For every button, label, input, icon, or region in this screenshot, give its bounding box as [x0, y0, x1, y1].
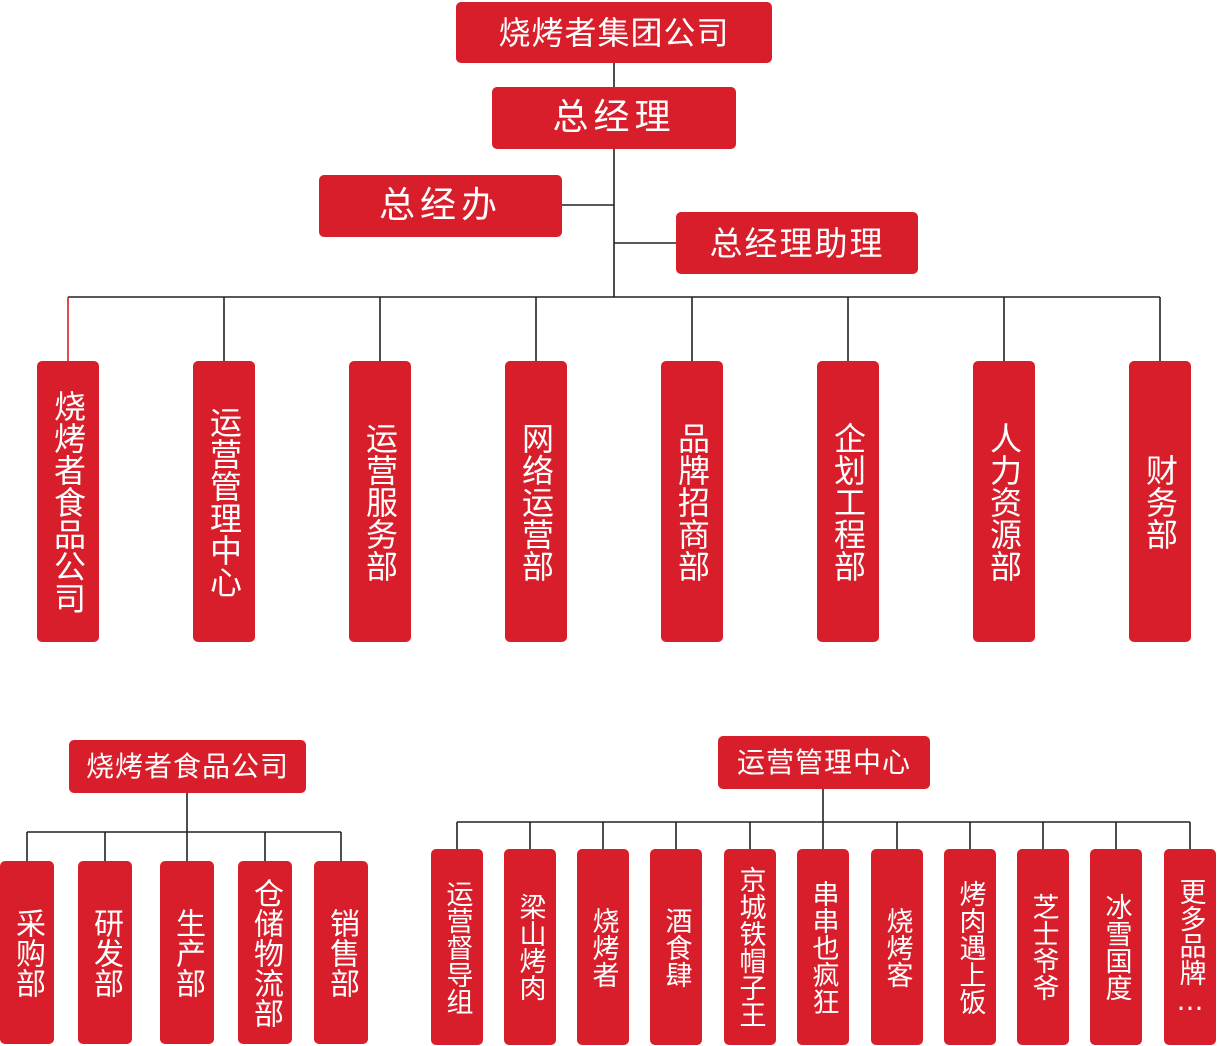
root-company-label: 烧烤者集团公司 [498, 13, 730, 52]
general-manager-box: 总经理 [492, 87, 736, 149]
ops-center-box: 运营管理中心 [718, 736, 930, 789]
root-company-box: 烧烤者集团公司 [456, 2, 772, 63]
department-box: 运营服务部 [349, 361, 411, 642]
department-box: 财务部 [1129, 361, 1191, 642]
department-box: 网络运营部 [505, 361, 567, 642]
gm-office-label: 总经办 [378, 185, 502, 226]
gm-assistant-label: 总经理助理 [709, 223, 885, 263]
brand-box: 芝士爷爷 [1017, 849, 1069, 1045]
brand-box: 烧烤客 [871, 849, 923, 1045]
department-box: 运营管理中心 [193, 361, 255, 642]
food-company-child-label: 销售部 [324, 907, 359, 998]
food-company-child-box: 仓储物流部 [238, 861, 292, 1044]
food-company-label: 烧烤者食品公司 [85, 749, 289, 783]
brand-box: 梁山烤肉 [504, 849, 556, 1045]
brand-label: 烧烤客 [881, 906, 913, 988]
food-company-box: 烧烤者食品公司 [69, 740, 306, 793]
brand-box: 酒食肆 [650, 849, 702, 1045]
department-label: 运营管理中心 [205, 405, 243, 598]
department-label: 企划工程部 [829, 421, 867, 582]
ops-center-label: 运营管理中心 [736, 745, 911, 779]
brand-label: 芝士爷爷 [1027, 893, 1059, 1001]
department-label: 人力资源部 [985, 421, 1023, 582]
food-company-child-box: 采购部 [0, 861, 54, 1044]
brand-box: 烤肉遇上饭 [944, 849, 996, 1045]
department-box: 烧烤者食品公司 [37, 361, 99, 642]
brand-box: 京城铁帽子王 [724, 849, 776, 1045]
brand-label: 串串也疯狂 [807, 879, 839, 1015]
brand-box: 烧烤者 [577, 849, 629, 1045]
food-company-child-box: 生产部 [160, 861, 214, 1044]
food-company-child-box: 研发部 [78, 861, 132, 1044]
brand-label: 运营督导组 [441, 879, 473, 1015]
brand-label: 冰雪国度 [1100, 893, 1132, 1001]
brand-label: 烧烤者 [587, 906, 619, 988]
brand-label: 烤肉遇上饭 [954, 879, 986, 1015]
brand-box: 运营督导组 [431, 849, 483, 1045]
department-box: 人力资源部 [973, 361, 1035, 642]
brand-box: 冰雪国度 [1090, 849, 1142, 1045]
department-label: 运营服务部 [361, 421, 399, 582]
gm-assistant-box: 总经理助理 [676, 212, 918, 274]
food-company-child-label: 生产部 [170, 907, 205, 998]
brand-label: 酒食肆 [660, 906, 692, 988]
department-label: 烧烤者食品公司 [49, 389, 87, 614]
general-manager-label: 总经理 [552, 97, 676, 138]
food-company-child-label: 采购部 [10, 907, 45, 998]
brand-label: 京城铁帽子王 [734, 866, 766, 1028]
gm-office-box: 总经办 [319, 175, 562, 237]
brand-box: 串串也疯狂 [797, 849, 849, 1045]
department-label: 品牌招商部 [673, 421, 711, 582]
department-label: 财务部 [1141, 453, 1179, 550]
food-company-child-box: 销售部 [314, 861, 368, 1044]
food-company-child-label: 研发部 [88, 907, 123, 998]
brand-label: 更多品牌… [1174, 877, 1206, 1017]
brand-label: 梁山烤肉 [514, 893, 546, 1001]
food-company-child-label: 仓储物流部 [248, 877, 283, 1028]
department-box: 企划工程部 [817, 361, 879, 642]
department-label: 网络运营部 [517, 421, 555, 582]
department-box: 品牌招商部 [661, 361, 723, 642]
brand-box: 更多品牌… [1164, 849, 1216, 1045]
